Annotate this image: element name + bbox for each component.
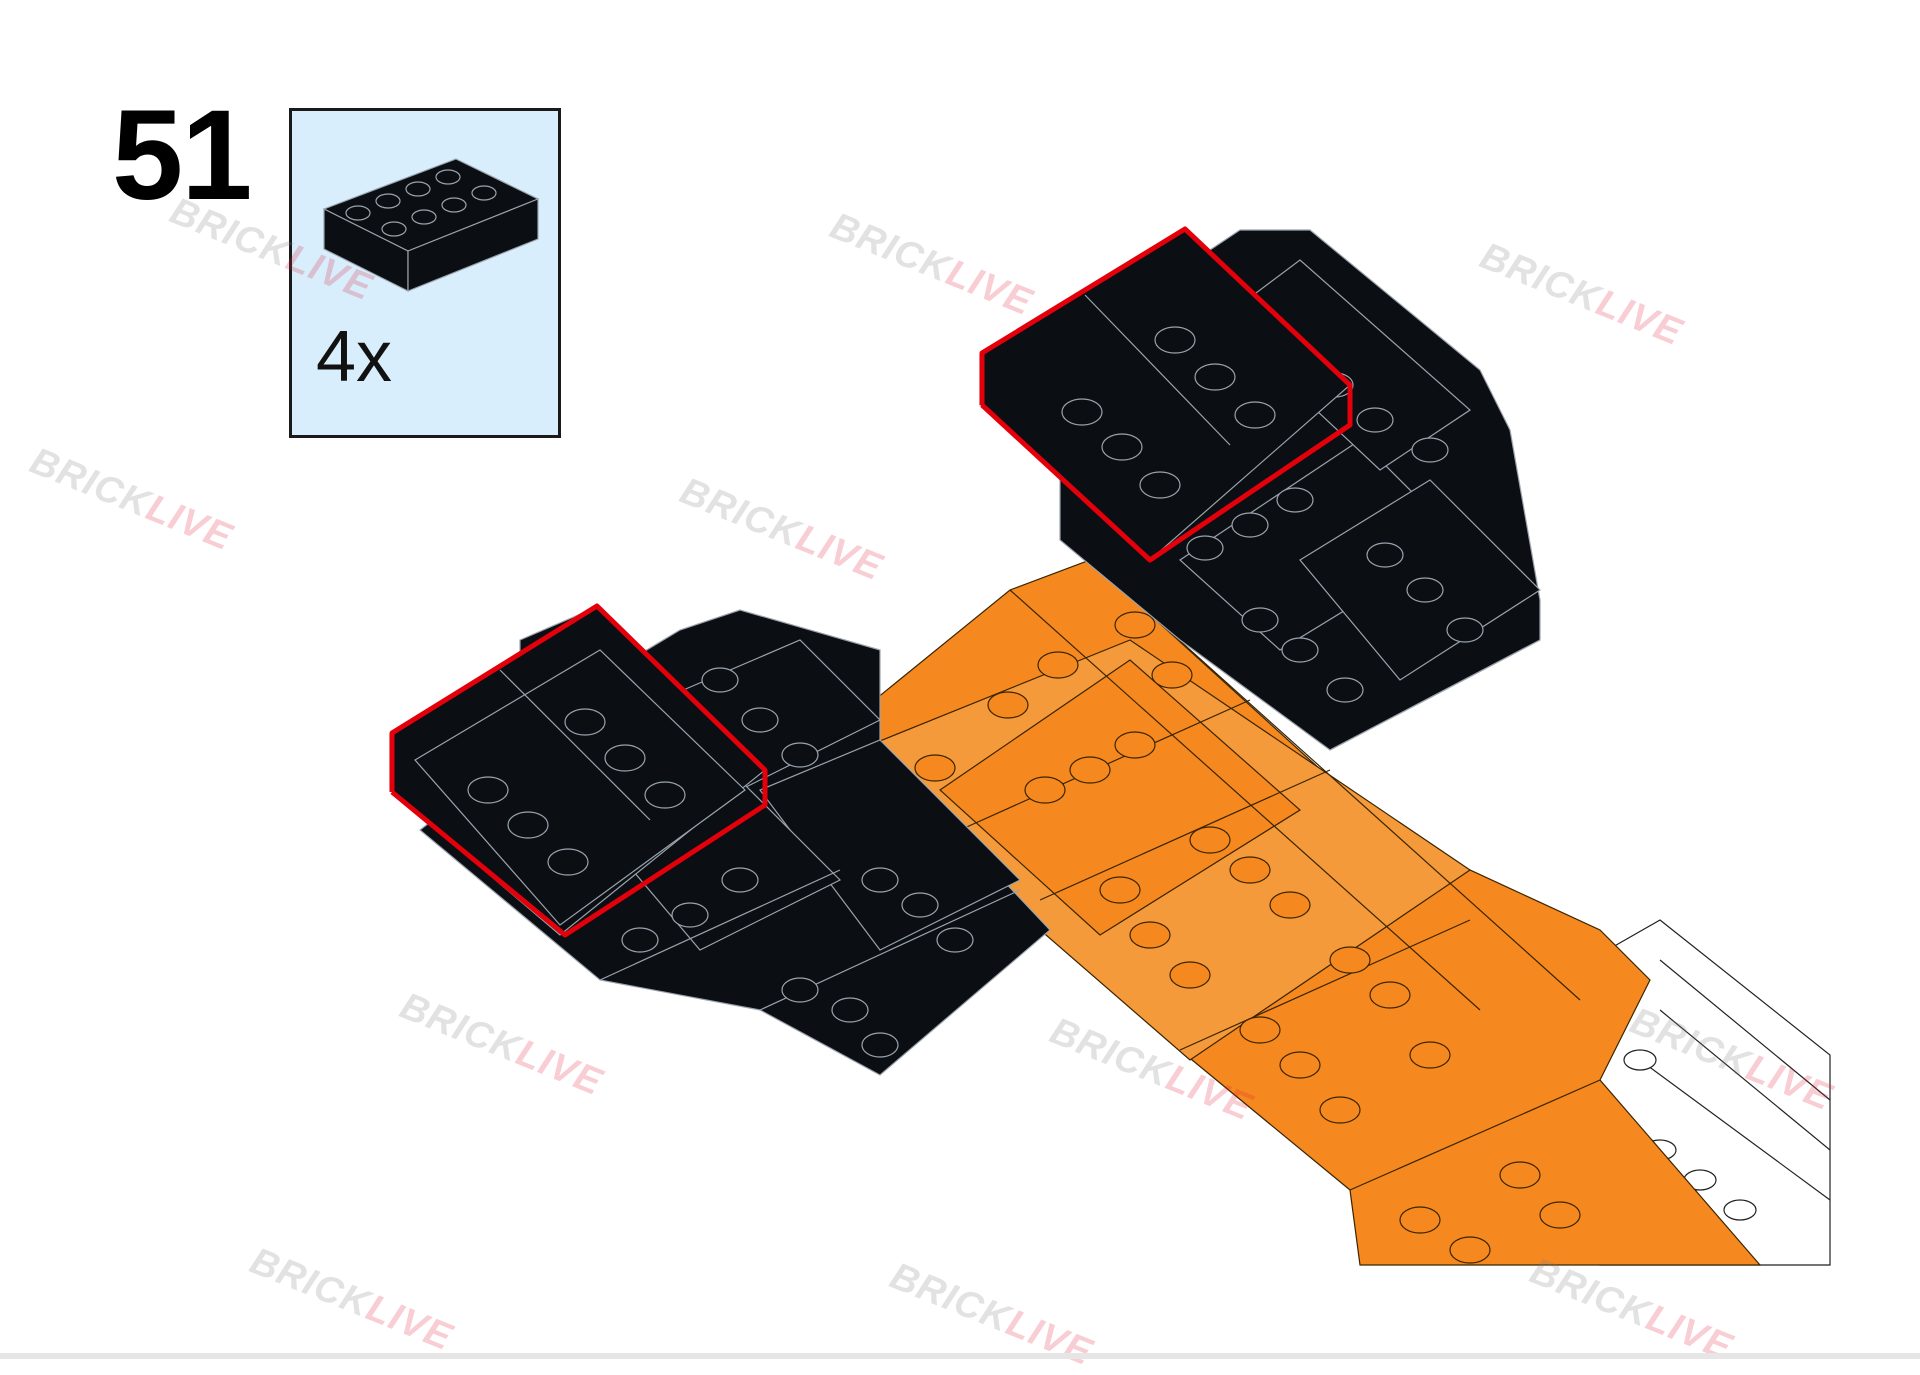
orange-studs <box>914 611 1581 1264</box>
new-brick-left <box>389 604 766 936</box>
page-bottom-rule <box>0 1353 1920 1359</box>
highlight-outline-left <box>389 603 768 938</box>
brick-2x4-icon <box>322 158 540 292</box>
parts-callout: 4x <box>289 108 561 438</box>
highlight-outline-right <box>979 226 1353 563</box>
new-brick-right <box>979 229 1351 561</box>
parts-quantity: 4x <box>316 317 393 397</box>
left-wing-studs <box>621 667 974 1058</box>
step-number: 51 <box>112 84 252 227</box>
